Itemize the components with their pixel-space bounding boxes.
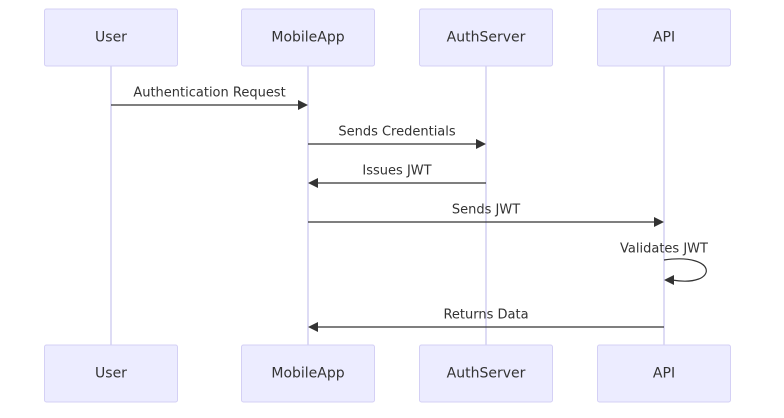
arrowhead: [298, 100, 308, 110]
actor-top-user: User: [44, 8, 178, 67]
actor-bottom-mobileapp: MobileApp: [241, 344, 375, 403]
actor-box: [44, 344, 178, 403]
arrowhead: [476, 139, 486, 149]
actor-label: AuthServer: [447, 366, 526, 382]
actor-label: MobileApp: [271, 30, 344, 46]
arrowhead: [654, 217, 664, 227]
message-label: Sends JWT: [452, 203, 520, 218]
arrowhead: [664, 275, 674, 285]
arrowhead: [308, 178, 318, 188]
actor-label: MobileApp: [271, 366, 344, 382]
actor-label: API: [653, 366, 675, 382]
actor-label: User: [95, 30, 127, 46]
message-label: Sends Credentials: [338, 125, 456, 140]
message-label: Returns Data: [443, 308, 528, 323]
actor-box: [419, 8, 553, 67]
actor-box: [241, 8, 375, 67]
message-label: Validates JWT: [620, 242, 708, 257]
actor-box: [44, 8, 178, 67]
actor-top-mobileapp: MobileApp: [241, 8, 375, 67]
message-label: Authentication Request: [133, 86, 285, 101]
message-6: Returns Data: [308, 308, 664, 332]
message-4: Sends JWT: [308, 203, 664, 227]
actor-top-authserver: AuthServer: [419, 8, 553, 67]
message-label: Issues JWT: [362, 164, 431, 179]
lifelines: [110, 66, 665, 345]
actor-box: [597, 8, 731, 67]
message-2: Sends Credentials: [308, 125, 486, 149]
actor-bottom-authserver: AuthServer: [419, 344, 553, 403]
actor-label: User: [95, 366, 127, 382]
actor-bottom-user: User: [44, 344, 178, 403]
message-5: Validates JWT: [620, 242, 708, 285]
actor-label: AuthServer: [447, 30, 526, 46]
actors-top: User MobileApp AuthServer API: [44, 8, 731, 67]
actor-box: [597, 344, 731, 403]
arrowhead: [308, 322, 318, 332]
actor-top-api: API: [597, 8, 731, 67]
actor-bottom-api: API: [597, 344, 731, 403]
actors-bottom: User MobileApp AuthServer API: [44, 344, 731, 403]
self-loop-arrow: [663, 258, 707, 282]
actor-label: API: [653, 30, 675, 46]
message-1: Authentication Request: [111, 86, 308, 110]
message-3: Issues JWT: [308, 164, 486, 188]
actor-box: [241, 344, 375, 403]
actor-box: [419, 344, 553, 403]
